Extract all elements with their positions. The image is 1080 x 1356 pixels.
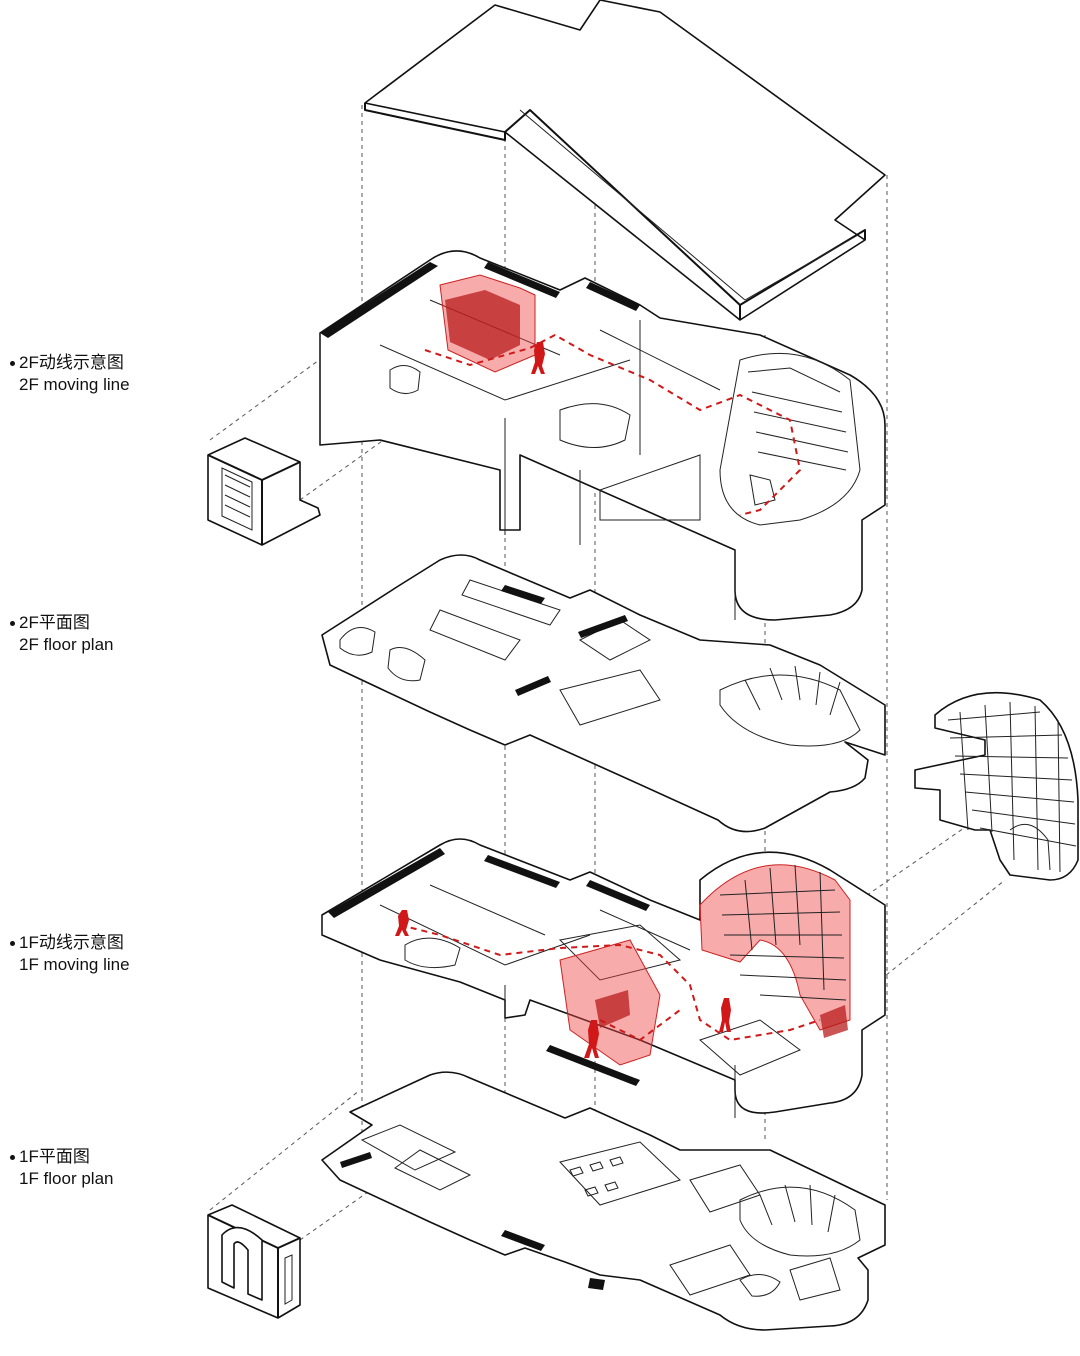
roof — [364, 0, 886, 321]
label-en: 2F floor plan — [19, 635, 114, 654]
bullet-dot — [10, 360, 15, 366]
bullet-dot — [10, 620, 15, 626]
label-zh: 2F平面图 — [19, 613, 90, 632]
label-1f-floor-plan: 1F平面图 1F floor plan — [10, 1146, 114, 1190]
arch-element — [207, 1204, 301, 1319]
label-2f-moving-line: 2F动线示意图 2F moving line — [10, 352, 130, 396]
label-1f-moving-line: 1F动线示意图 1F moving line — [10, 932, 130, 976]
label-2f-floor-plan: 2F平面图 2F floor plan — [10, 612, 114, 656]
1f-floor-plan-drawing — [321, 1071, 886, 1331]
2f-floor-plan-drawing — [321, 554, 886, 833]
1f-moving-line-model — [321, 838, 886, 1118]
2f-moving-line-model — [319, 250, 886, 621]
2f-detached-box — [207, 437, 321, 546]
spiral-staircase-bookshelf — [914, 691, 1079, 881]
label-zh: 1F平面图 — [19, 1147, 90, 1166]
label-zh: 2F动线示意图 — [19, 353, 124, 372]
bullet-dot — [10, 1154, 15, 1160]
label-en: 1F floor plan — [19, 1169, 114, 1188]
bullet-dot — [10, 940, 15, 946]
label-zh: 1F动线示意图 — [19, 933, 124, 952]
label-en: 1F moving line — [19, 955, 130, 974]
label-en: 2F moving line — [19, 375, 130, 394]
